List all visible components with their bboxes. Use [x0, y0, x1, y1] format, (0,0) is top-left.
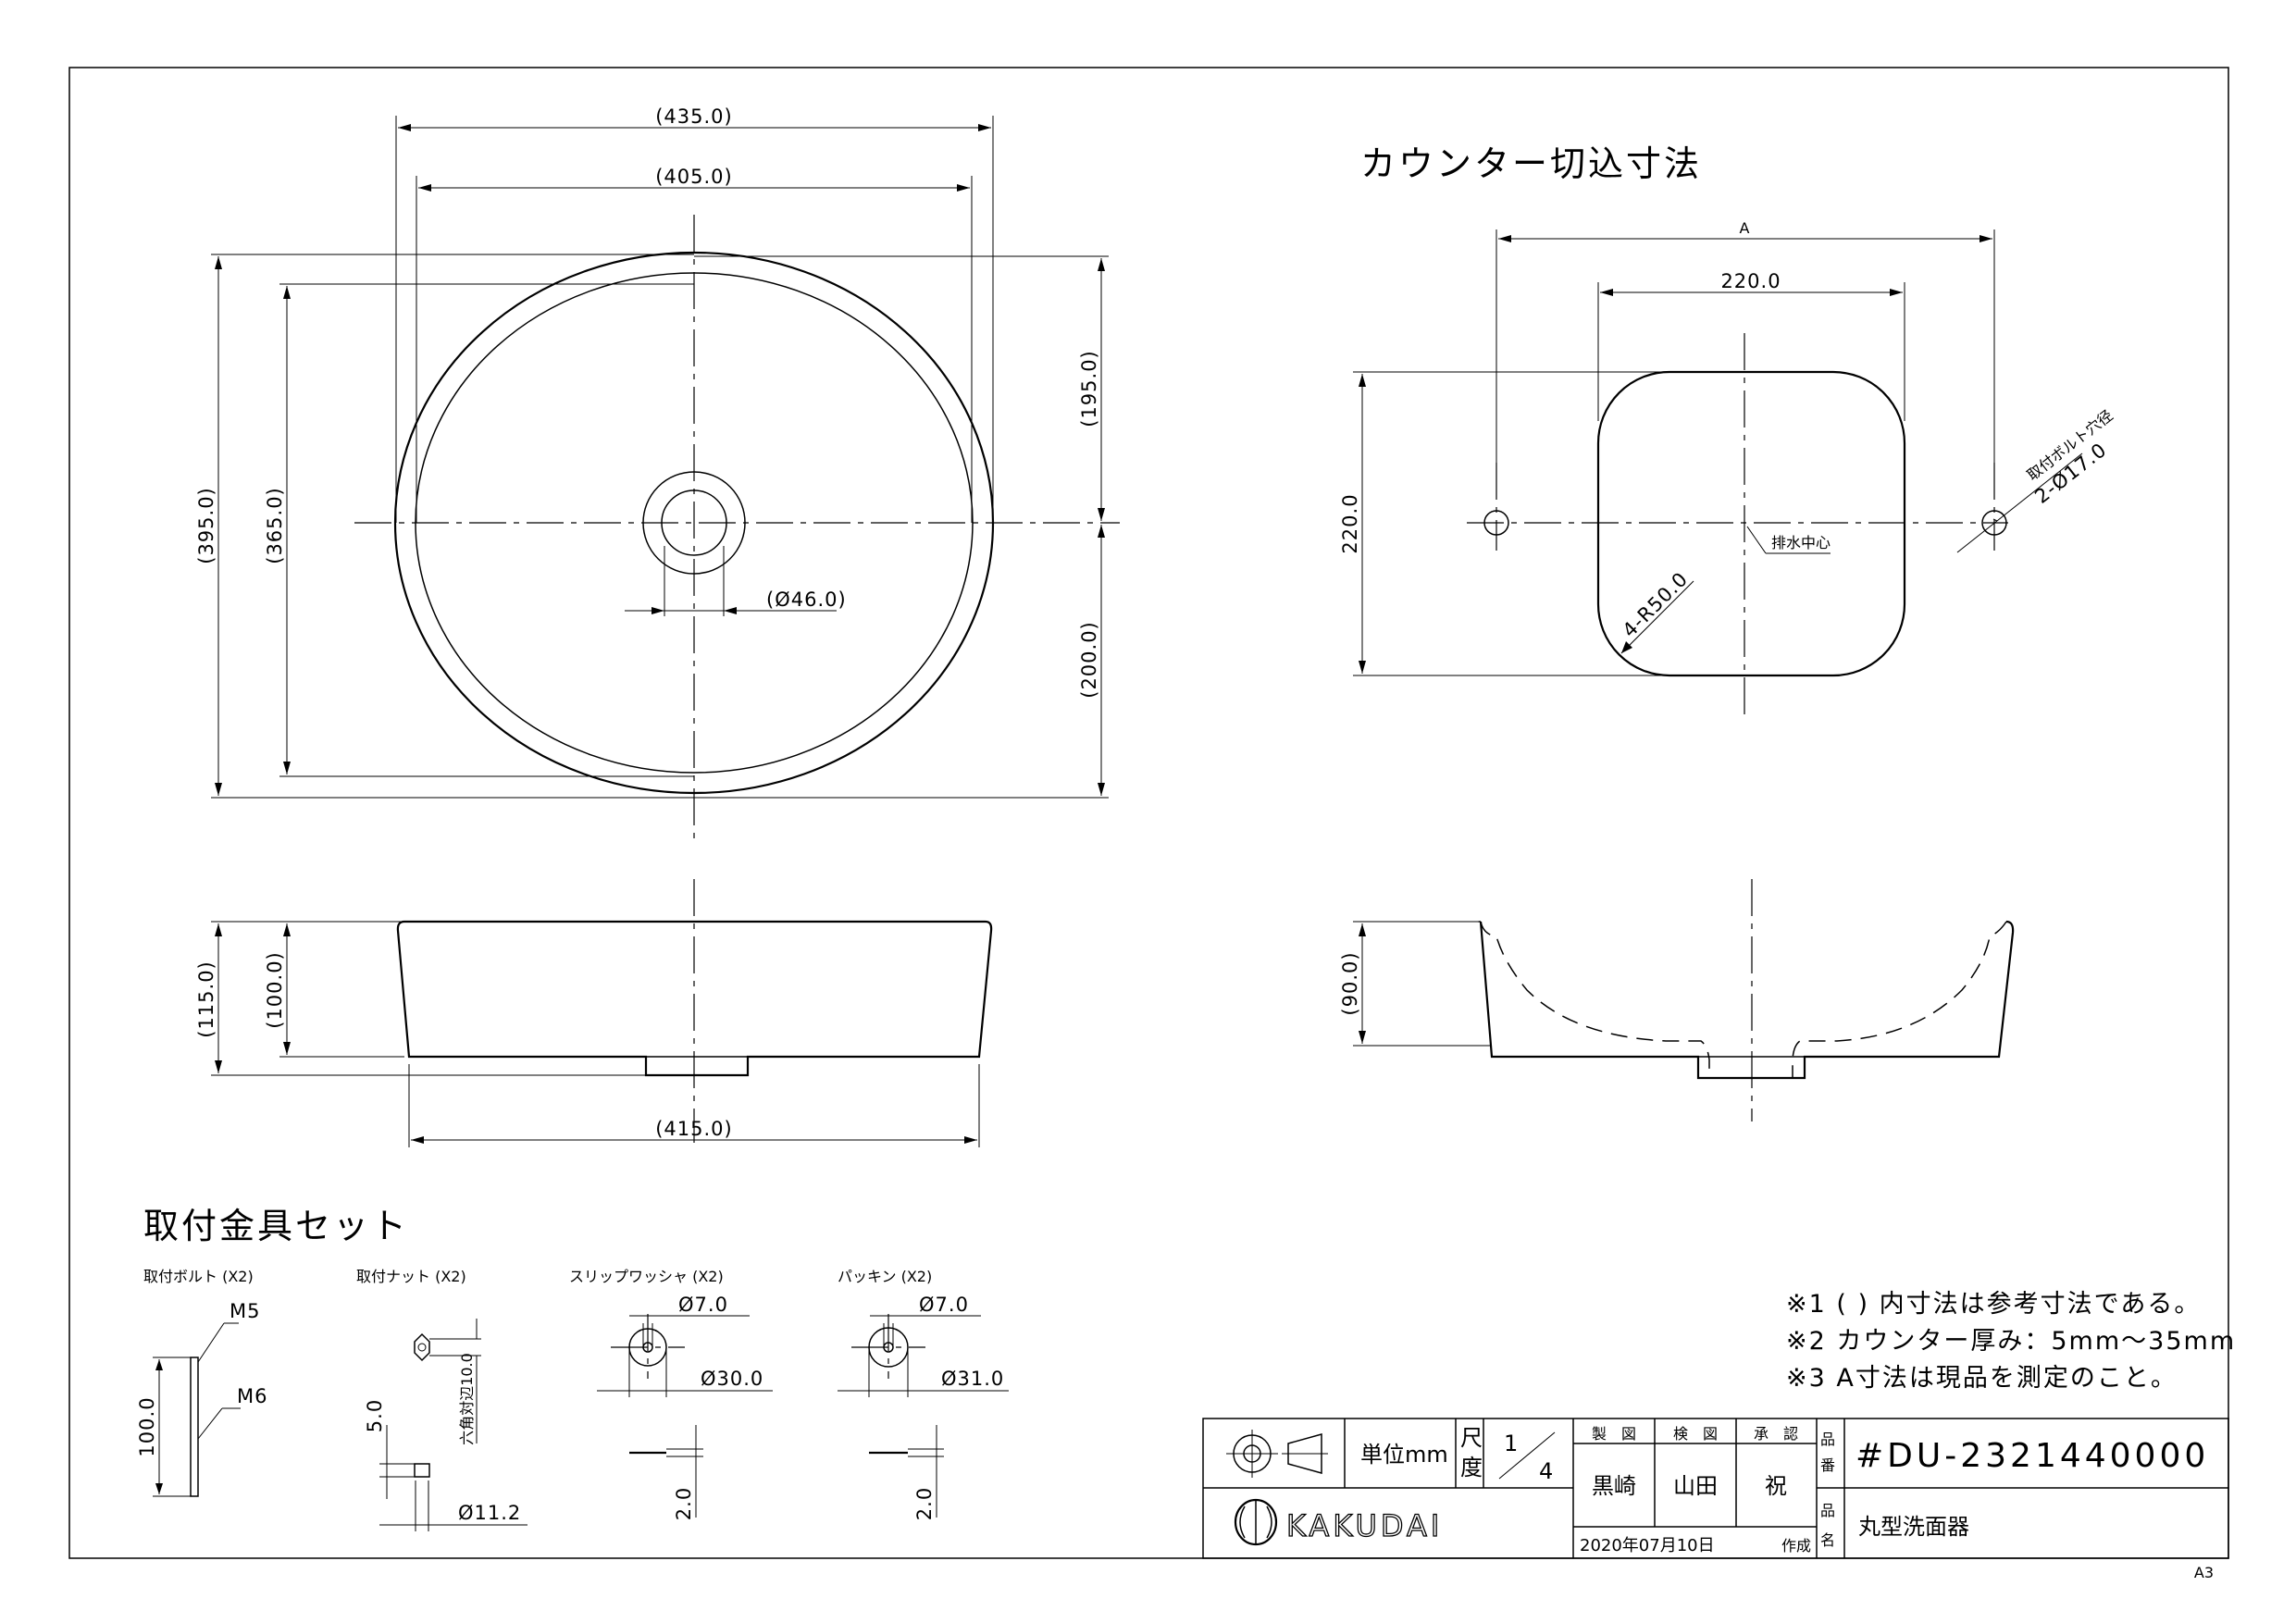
- approved-by: 祝: [1765, 1473, 1787, 1499]
- washer-thick: 2.0: [673, 1487, 695, 1520]
- hardware-set: 取付金具セット 取付ボルト (X2) M5 M6 100.0 取付ナット (X2…: [136, 1206, 1009, 1531]
- nut-top-shape: [414, 1332, 430, 1362]
- dim-rear-to-center: (195.0): [1078, 350, 1100, 427]
- washer-inner-dia: Ø7.0: [678, 1294, 728, 1316]
- packing-label: パッキン (X2): [838, 1268, 932, 1285]
- cutout-title: カウンター切込寸法: [1360, 143, 1702, 184]
- dim-front-to-center: (200.0): [1078, 621, 1100, 699]
- dim-inner-width: (405.0): [655, 166, 733, 188]
- scale-label-1: 尺: [1460, 1425, 1483, 1451]
- part-no-label-2: 番: [1820, 1456, 1835, 1474]
- kakudai-logo: KAKUDAI: [1234, 1498, 1443, 1546]
- section-outer-profile: [1479, 920, 2015, 1080]
- notes: ※1 ( ) 内寸法は参考寸法である。 ※2 カウンター厚み：5mm〜35mm …: [1786, 1290, 2236, 1393]
- note-2: ※2 カウンター厚み：5mm〜35mm: [1786, 1327, 2236, 1356]
- washer-outer-dia: Ø30.0: [701, 1368, 763, 1390]
- bolt-m5: M5: [230, 1300, 260, 1322]
- side-view: (115.0) (100.0) (415.0): [195, 879, 993, 1147]
- drawn-label: 製 図: [1592, 1425, 1636, 1443]
- dim-outer-depth: (395.0): [195, 487, 217, 564]
- scale-label-2: 度: [1460, 1455, 1483, 1481]
- dim-radius: 4-R50.0: [1619, 567, 1693, 641]
- part-name: 丸型洗面器: [1858, 1514, 1969, 1540]
- dim-drain-dia: (Ø46.0): [766, 588, 847, 611]
- section-view: (90.0): [1339, 879, 2015, 1121]
- checked-by: 山田: [1673, 1473, 1718, 1499]
- part-no: #DU-2321440000: [1855, 1437, 2209, 1475]
- sheet-size: A3: [2194, 1564, 2214, 1581]
- packing-outer-dia: Ø31.0: [941, 1368, 1004, 1390]
- unit: 単位mm: [1360, 1442, 1448, 1468]
- note-3: ※3 A寸法は現品を測定のこと。: [1786, 1364, 2178, 1393]
- drain-center-label: 排水中心: [1771, 534, 1831, 551]
- company-name: KAKUDAI: [1286, 1508, 1443, 1543]
- top-view: (435.0) (405.0) (395.0) (365.0) (195.0) …: [195, 105, 1120, 840]
- bolt-shape: [190, 1357, 199, 1497]
- dim-body-height: (100.0): [264, 951, 286, 1029]
- dim-inner-depth: (365.0): [264, 487, 286, 564]
- nut-dia: Ø11.2: [458, 1502, 521, 1524]
- created-label: 作成: [1781, 1537, 1811, 1555]
- basin-side-profile: [396, 920, 993, 1077]
- name-label-1: 品: [1820, 1502, 1835, 1519]
- cutout-outline: [1596, 370, 1906, 677]
- drawing-border: [68, 67, 2229, 1559]
- nut-hex: 六角対辺10.0: [458, 1353, 476, 1445]
- packing-inner-dia: Ø7.0: [919, 1294, 969, 1316]
- dim-outer-width: (435.0): [655, 105, 733, 128]
- approved-label: 承 認: [1754, 1425, 1798, 1443]
- dim-total-height: (115.0): [195, 960, 217, 1038]
- drawn-by: 黒崎: [1592, 1473, 1636, 1499]
- checked-label: 検 図: [1673, 1425, 1718, 1443]
- part-no-label-1: 品: [1820, 1431, 1835, 1448]
- dim-a: A: [1740, 219, 1750, 237]
- scale-den: 4: [1539, 1458, 1553, 1484]
- note-1: ※1 ( ) 内寸法は参考寸法である。: [1786, 1290, 2201, 1319]
- projection-symbol-cone: [1287, 1433, 1322, 1474]
- bolt-m6: M6: [237, 1385, 267, 1407]
- date: 2020年07月10日: [1580, 1536, 1715, 1555]
- bolt-length: 100.0: [136, 1396, 158, 1456]
- dim-section-height: (90.0): [1339, 951, 1361, 1015]
- packing-thick: 2.0: [913, 1487, 936, 1520]
- dim-cutout-height: 220.0: [1339, 493, 1361, 553]
- cutout-view: カウンター切込寸法 A 220.0 220.0 4-R50.0 取付ボ: [1339, 143, 2116, 719]
- hardware-title: 取付金具セット: [143, 1206, 409, 1246]
- nut-side-shape: [414, 1463, 430, 1478]
- nut-thick: 5.0: [364, 1399, 386, 1432]
- dim-base-width: (415.0): [655, 1118, 733, 1140]
- bolt-label: 取付ボルト (X2): [143, 1268, 254, 1285]
- name-label-2: 名: [1820, 1531, 1835, 1549]
- scale-num: 1: [1504, 1431, 1518, 1456]
- dim-cutout-width: 220.0: [1720, 270, 1781, 292]
- washer-label: スリップワッシャ (X2): [569, 1268, 724, 1285]
- section-inner-left-hidden: [1480, 921, 1710, 1078]
- nut-label: 取付ナット (X2): [356, 1268, 466, 1285]
- section-inner-right-hidden: [1792, 921, 2007, 1078]
- title-block: 単位mm 尺 度 1 4 製 図 検 図 承 認 黒崎 山田 祝 品 番 #DU…: [1202, 1418, 2229, 1559]
